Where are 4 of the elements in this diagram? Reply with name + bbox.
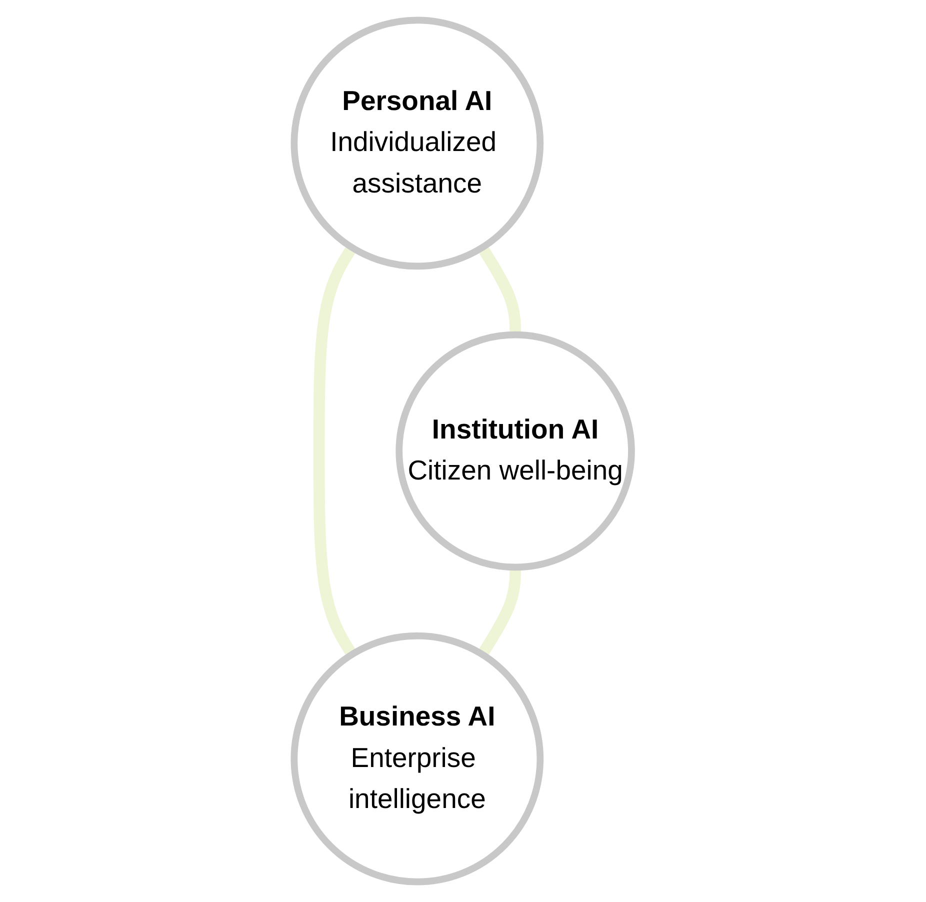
node-circle [290, 16, 544, 270]
node-circle [396, 331, 636, 571]
diagram: Personal AI Individualized assistance Institution AI Citizen well-being Business AI Enterprise intelligence [285, 11, 641, 891]
node-circle [290, 632, 544, 886]
